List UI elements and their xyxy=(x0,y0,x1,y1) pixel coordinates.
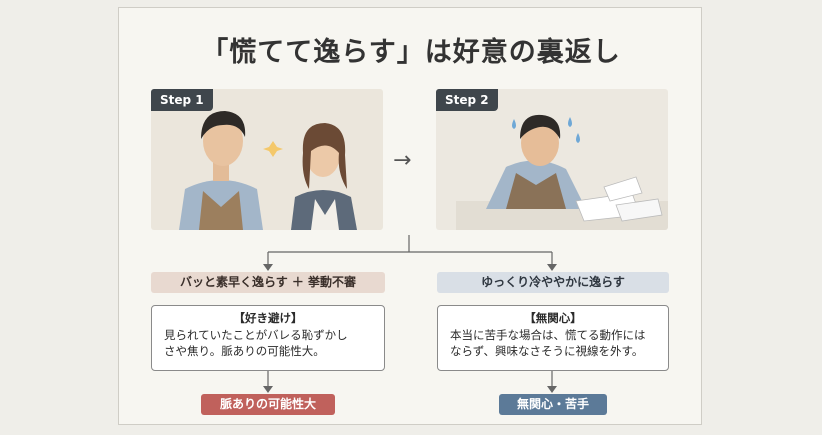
box-heading: 【無関心】 xyxy=(524,311,582,325)
step-2-tag: Step 2 xyxy=(436,89,498,111)
box-text-line: 見られていたことがバレる恥ずかし xyxy=(164,328,348,342)
page-title: 「慌てて逸らす」は好意の裏返し xyxy=(201,37,621,68)
box-text-line: さや焦り。脈ありの可能性大。 xyxy=(164,344,325,358)
explanation-box-indifference: 【無関心】 本当に苦手な場合は、慌てる動作には ならず、興味なさそうに視線を外す… xyxy=(437,305,669,371)
result-badge-indifferent: 無関心・苦手 xyxy=(499,394,607,415)
condition-quick-glance-away: バッと素早く逸らす ＋ 挙動不審 xyxy=(151,272,385,293)
flustered-man-illustration xyxy=(456,114,668,230)
box-text-line: 本当に苦手な場合は、慌てる動作には xyxy=(450,328,646,342)
step-1-panel: Step 1 xyxy=(151,89,383,230)
eye-contact-illustration xyxy=(179,111,357,230)
step-2-panel: Step 2 xyxy=(436,89,668,230)
condition-slow-cold-glance-away: ゆっくり冷ややかに逸らす xyxy=(437,272,669,293)
step-1-tag: Step 1 xyxy=(151,89,213,111)
explanation-box-like-avoidance: 【好き避け】 見られていたことがバレる恥ずかし さや焦り。脈ありの可能性大。 xyxy=(151,305,385,371)
box-text-line: ならず、興味なさそうに視線を外す。 xyxy=(450,344,644,358)
arrow-right-icon: → xyxy=(393,148,412,173)
box-heading: 【好き避け】 xyxy=(233,311,303,325)
result-badge-interested: 脈ありの可能性大 xyxy=(201,394,335,415)
